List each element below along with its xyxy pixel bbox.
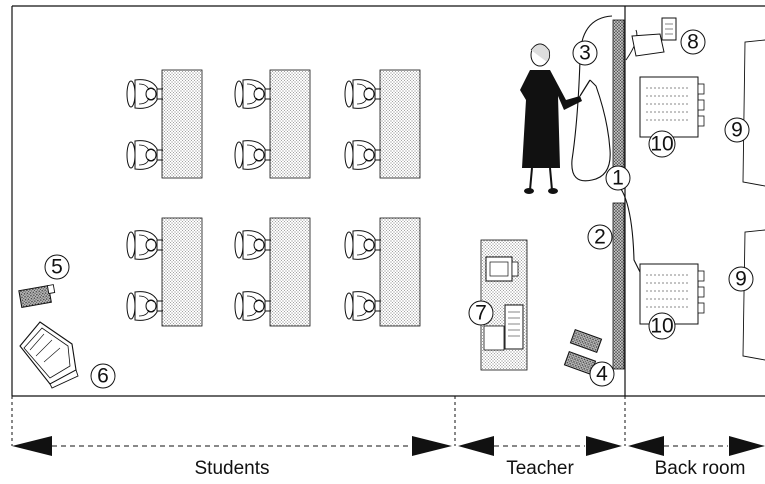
device-8-icon bbox=[631, 17, 677, 57]
marker-7: 7 bbox=[468, 300, 494, 326]
student-figure bbox=[234, 140, 272, 170]
student-figure bbox=[126, 291, 164, 321]
desk bbox=[269, 69, 311, 179]
marker-9-top: 9 bbox=[724, 117, 750, 143]
marker-3: 3 bbox=[572, 40, 598, 66]
svg-text:3: 3 bbox=[579, 42, 591, 65]
student-figure bbox=[234, 291, 272, 321]
desk bbox=[379, 217, 421, 327]
desk bbox=[161, 217, 203, 327]
recorder-10-bottom-icon bbox=[639, 263, 705, 325]
marker-10-top: 10 bbox=[648, 130, 676, 158]
desk-row-2 bbox=[161, 217, 421, 327]
zone-dividers bbox=[11, 396, 626, 446]
marker-6: 6 bbox=[90, 363, 116, 389]
svg-text:5: 5 bbox=[51, 256, 63, 279]
desk bbox=[161, 69, 203, 179]
teacher-zone-label: Teacher bbox=[506, 458, 574, 479]
student-figure bbox=[344, 230, 382, 260]
svg-text:1: 1 bbox=[612, 167, 624, 190]
student-desks bbox=[126, 69, 421, 327]
student-figure bbox=[344, 79, 382, 109]
svg-text:9: 9 bbox=[731, 119, 743, 142]
student-figure bbox=[234, 79, 272, 109]
svg-text:4: 4 bbox=[596, 363, 608, 386]
projector-6-icon bbox=[19, 321, 79, 389]
monitor-9-top-icon bbox=[742, 39, 765, 187]
marker-9-bottom: 9 bbox=[728, 266, 754, 292]
svg-text:6: 6 bbox=[97, 365, 109, 388]
teacher-zone-arrow bbox=[458, 436, 622, 456]
student-figure bbox=[126, 140, 164, 170]
control-unit-icon bbox=[504, 304, 524, 350]
student-figure bbox=[126, 79, 164, 109]
marker-8: 8 bbox=[680, 29, 706, 55]
marker-2: 2 bbox=[587, 224, 613, 250]
student-figure bbox=[126, 230, 164, 260]
desk bbox=[379, 69, 421, 179]
students-zone-label: Students bbox=[195, 458, 270, 479]
svg-text:7: 7 bbox=[475, 302, 487, 325]
camera-5-icon bbox=[18, 284, 56, 309]
backroom-zone-label: Back room bbox=[655, 458, 746, 479]
teacher-figure bbox=[520, 43, 591, 194]
svg-text:10: 10 bbox=[650, 315, 673, 338]
desk-row-1 bbox=[161, 69, 421, 179]
cameras-4-icon bbox=[563, 328, 603, 376]
svg-text:2: 2 bbox=[594, 226, 606, 249]
room-outline bbox=[11, 5, 765, 397]
wall-panel bbox=[612, 19, 625, 370]
marker-10-bottom: 10 bbox=[648, 312, 676, 340]
backroom-zone-arrow bbox=[628, 436, 765, 456]
student-figure bbox=[344, 140, 382, 170]
marker-5: 5 bbox=[44, 254, 70, 280]
svg-text:9: 9 bbox=[735, 268, 747, 291]
monitor-9-bottom-icon bbox=[742, 229, 765, 361]
student-figure bbox=[344, 291, 382, 321]
markers: 1 2 3 4 5 6 7 8 bbox=[44, 29, 754, 389]
svg-text:8: 8 bbox=[687, 31, 699, 54]
recorder-10-top-icon bbox=[639, 76, 705, 138]
student-figure bbox=[234, 230, 272, 260]
students-zone-arrow bbox=[12, 436, 452, 456]
marker-4: 4 bbox=[589, 361, 615, 387]
svg-text:10: 10 bbox=[650, 133, 673, 156]
marker-1: 1 bbox=[605, 165, 631, 191]
desk bbox=[269, 217, 311, 327]
